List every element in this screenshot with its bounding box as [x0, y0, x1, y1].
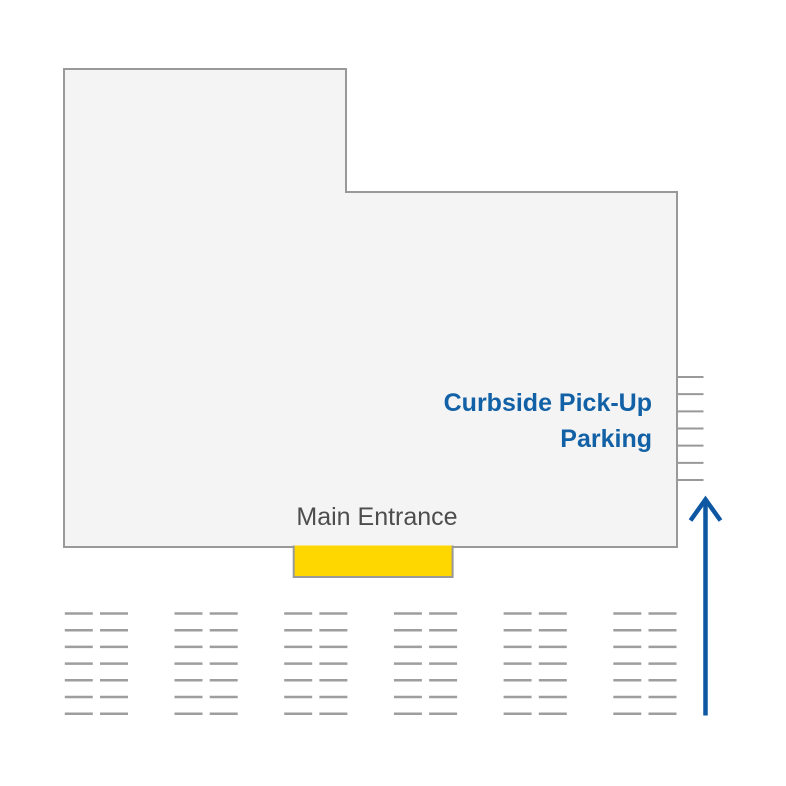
arrow-up-icon — [688, 495, 723, 716]
curbside-parking-spaces — [678, 376, 704, 482]
main-entrance-label: Main Entrance — [296, 503, 457, 531]
arrow-head — [688, 495, 723, 522]
curbside-parking-label-line2: Parking — [560, 425, 652, 453]
curbside-parking-label-line1: Curbside Pick-Up — [444, 389, 652, 417]
main-entrance-marker — [292, 545, 454, 578]
building-outline — [63, 68, 678, 548]
parking-lot — [64, 612, 677, 715]
